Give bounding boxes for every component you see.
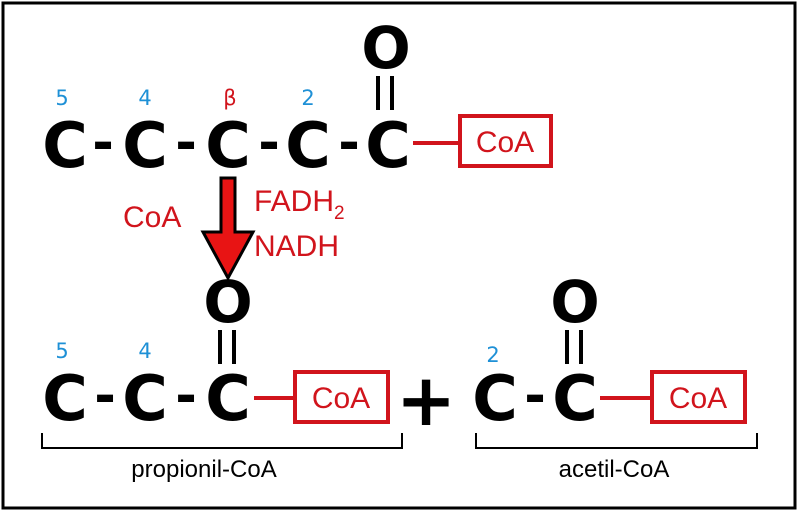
reactant-coa-label: CoA <box>476 126 534 159</box>
propionyl-carbon-1: C <box>205 362 251 435</box>
acetyl-carbon-1: C <box>552 362 598 435</box>
acetyl-position-2: 2 <box>486 343 499 367</box>
reaction-step: CoA FADH2 NADH <box>123 176 345 282</box>
reactant-bond-4: - <box>338 113 360 173</box>
propionyl-coa-box <box>293 370 390 424</box>
product-propionyl-coa: C - C - C 5 4 O CoA propionil-CoA <box>41 268 403 483</box>
reactant-position-beta: β <box>223 86 236 110</box>
propionyl-bond-1: - <box>94 366 116 426</box>
acetyl-bracket <box>475 433 758 449</box>
reactant-carbon-1: C <box>365 109 411 182</box>
propionyl-position-4: 4 <box>138 339 151 363</box>
reactant-molecule: C - C - C - C - C 5 4 β 2 O CoA <box>42 14 553 182</box>
propionyl-coa-label: CoA <box>312 382 370 415</box>
reaction-arrow-icon <box>200 176 256 282</box>
reactant-carbon-4: C <box>122 109 168 182</box>
reactant-bond-3: - <box>258 113 280 173</box>
acetyl-coa-label: CoA <box>669 382 727 415</box>
acetyl-carbon-2: C <box>472 362 518 435</box>
reactant-bond-2: - <box>175 113 197 173</box>
product-acetyl-coa: C - C 2 O CoA acetil-CoA <box>472 268 758 483</box>
reactant-carbon-5: C <box>42 109 88 182</box>
reactant-position-2: 2 <box>301 86 314 110</box>
propionyl-bracket <box>41 433 403 449</box>
reactant-bond-1: - <box>92 113 114 173</box>
reaction-input-coa: CoA <box>123 201 181 234</box>
acetyl-name: acetil-CoA <box>559 456 670 483</box>
acetyl-coa-box <box>650 370 747 424</box>
propionyl-position-5: 5 <box>55 339 68 363</box>
reactant-carbon-2: C <box>285 109 331 182</box>
propionyl-carbon-4: C <box>122 362 168 435</box>
reactant-coa-box <box>458 114 553 168</box>
propionyl-carbonyl-oxygen: O <box>203 268 252 336</box>
plus-sign: + <box>396 358 456 442</box>
reactant-position-5: 5 <box>55 86 68 110</box>
acetyl-carbonyl-oxygen: O <box>550 268 599 336</box>
propionyl-name: propionil-CoA <box>131 456 276 483</box>
reaction-cofactor-nad: NADH <box>254 230 339 263</box>
propionyl-bond-2: - <box>175 366 197 426</box>
acetyl-bond-1: - <box>524 366 546 426</box>
reactant-carbon-beta: C <box>205 109 251 182</box>
reactant-position-4: 4 <box>138 86 151 110</box>
propionyl-carbon-5: C <box>42 362 88 435</box>
reactant-carbonyl-oxygen: O <box>361 14 410 82</box>
reaction-cofactor-fad: FADH2 <box>254 185 345 224</box>
